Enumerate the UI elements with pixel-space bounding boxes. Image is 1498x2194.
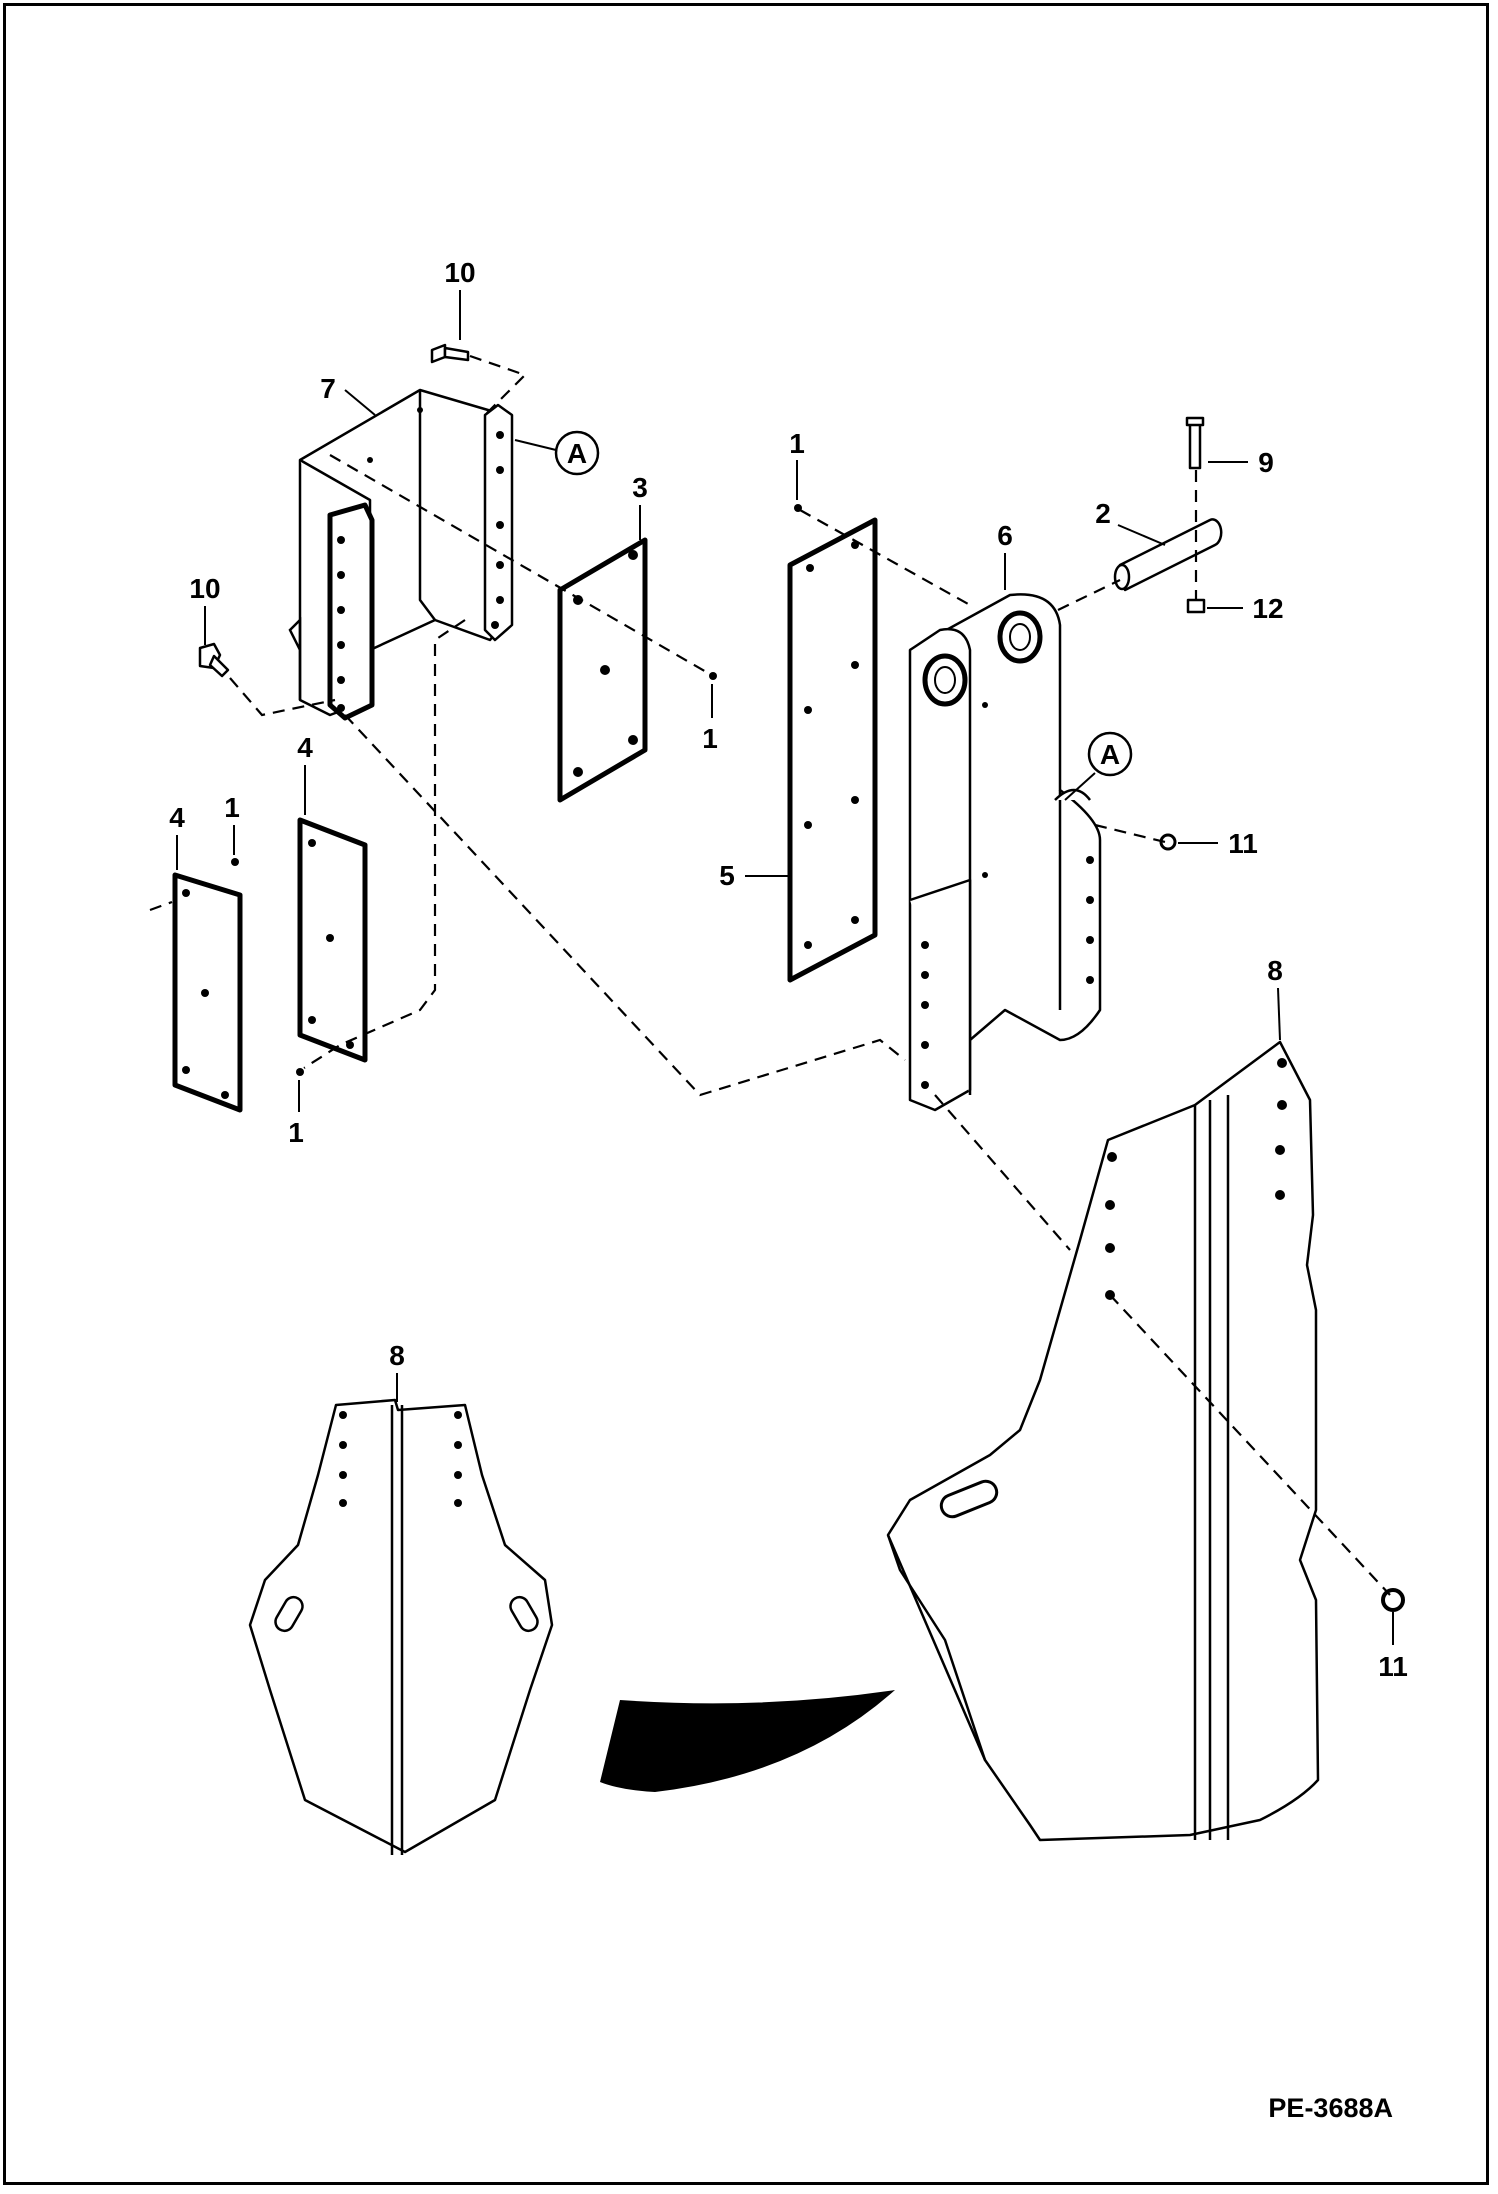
part-10-bolt-left (198, 642, 230, 678)
callout-10-top: 10 (444, 257, 475, 288)
rotation-arrow (600, 1690, 895, 1792)
callout-10-left: 10 (189, 573, 220, 604)
part-8-guard-side (886, 1040, 1320, 1842)
callout-6: 6 (997, 520, 1013, 551)
callout-1-right-bracket: 1 (702, 723, 718, 754)
part-12-nut (1186, 598, 1206, 614)
callout-11-lower: 11 (1378, 1651, 1408, 1682)
part-3-wear-plate (557, 537, 648, 803)
reference-marker-a-right: A (1064, 731, 1133, 801)
drawing-code: PE-3688A (1268, 2093, 1393, 2123)
part-4-plate-left (172, 872, 243, 1113)
callout-11-upper: 11 (1228, 828, 1258, 859)
part-8-guard-front (248, 1398, 554, 1855)
callout-5: 5 (719, 860, 735, 891)
callout-2: 2 (1095, 498, 1111, 529)
callout-1-left: 1 (224, 792, 240, 823)
callout-4-left: 4 (169, 802, 185, 833)
callout-9: 9 (1258, 447, 1274, 478)
callout-3: 3 (632, 472, 648, 503)
callout-1-top: 1 (789, 428, 805, 459)
reference-marker-a-left: A (514, 430, 600, 476)
part-11-nut-lower (1381, 1588, 1405, 1612)
callout-12: 12 (1252, 593, 1283, 624)
callout-1-bottom: 1 (288, 1117, 304, 1148)
svg-text:A: A (1100, 739, 1120, 770)
callout-8-front: 8 (389, 1340, 405, 1371)
part-10-bolt-top (430, 343, 470, 364)
callouts: 10 7 3 10 1 4 4 1 1 1 6 2 9 12 5 11 8 (169, 257, 1408, 1682)
part-5-long-plate (787, 517, 878, 983)
part-7-bracket (288, 388, 514, 721)
callout-4-center: 4 (297, 732, 313, 763)
part-6-arm (908, 593, 1102, 1112)
callout-7: 7 (320, 373, 336, 404)
assembly-dashed-lines (149, 354, 1391, 1596)
svg-text:A: A (567, 438, 587, 469)
part-9-bolt (1185, 416, 1205, 470)
part-4-plate-center (297, 817, 368, 1063)
callout-8-side: 8 (1267, 955, 1283, 986)
